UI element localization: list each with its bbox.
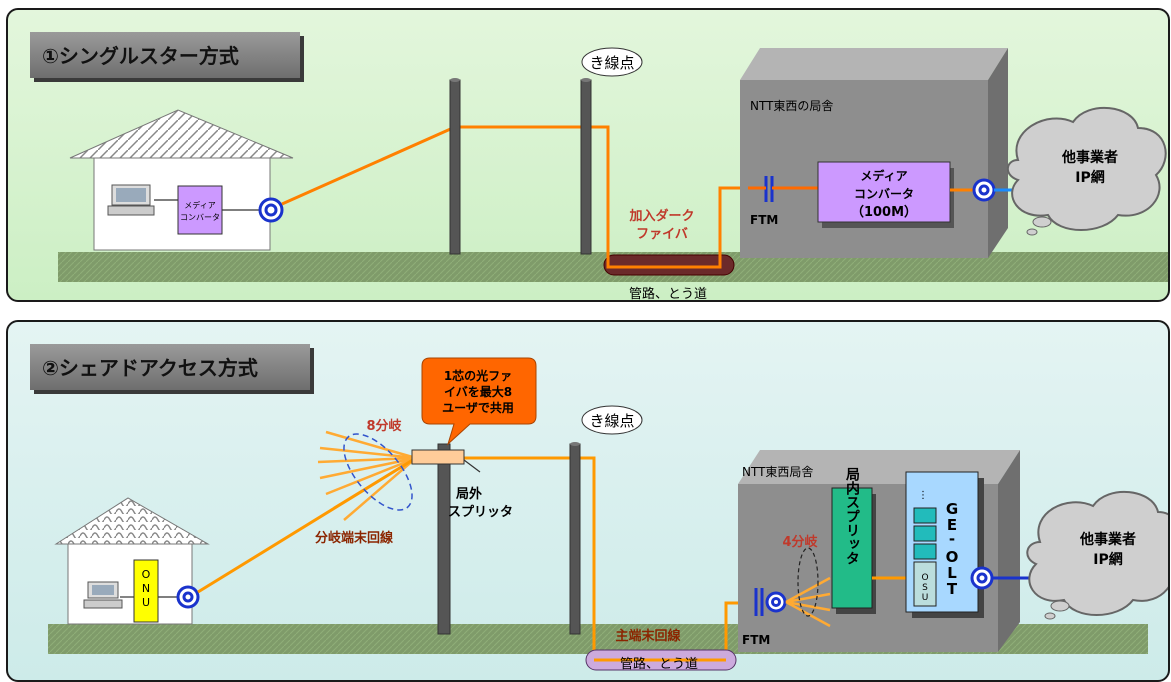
svg-text:コンバータ: コンバータ — [180, 213, 220, 222]
branch8-label: 8分岐 — [366, 418, 402, 434]
branch-fan — [317, 430, 417, 521]
svg-text:IP網: IP網 — [1093, 551, 1122, 568]
branch-line-label: 分岐端末回線 — [315, 530, 394, 546]
svg-text:O: O — [142, 568, 151, 581]
shared-access-diagram: O N U 8分岐 分岐端末回線 管路、とう道 主端末回線 — [48, 357, 1168, 672]
svg-text:U: U — [142, 596, 150, 609]
svg-text:局外: 局外 — [456, 486, 482, 502]
svg-text:他事業者: 他事業者 — [1079, 531, 1136, 548]
svg-text:E: E — [947, 516, 957, 534]
svg-text:スプリッタ: スプリッタ — [448, 505, 513, 520]
conduit-label: 管路、とう道 — [629, 286, 707, 300]
single-star-diagram: メディア コンバータ 管路、とう道 き線点 加入ダーク ファイバ NTT東西の局… — [58, 47, 1168, 300]
svg-text:S: S — [922, 583, 928, 593]
svg-text:き線点: き線点 — [589, 54, 634, 72]
inside-splitter — [831, 487, 873, 609]
svg-text:O: O — [946, 548, 959, 566]
optical-outlet-icon — [176, 585, 200, 609]
single-star-panel: ①シングルスター方式 メディア コンバータ — [6, 8, 1170, 302]
svg-text:U: U — [922, 593, 929, 603]
ip-network-cloud — [1026, 490, 1168, 620]
svg-text:他事業者: 他事業者 — [1061, 149, 1118, 166]
svg-text:L: L — [947, 564, 957, 582]
svg-text:ユーザで共用: ユーザで共用 — [442, 400, 514, 415]
branch4-label: 4分岐 — [782, 534, 818, 550]
svg-text:メディア: メディア — [184, 200, 215, 210]
ip-network-cloud — [1006, 106, 1167, 236]
svg-text:-: - — [949, 530, 955, 548]
ftm-label: FTM — [742, 633, 770, 647]
svg-text:メディア: メディア — [860, 168, 907, 183]
outside-splitter — [411, 449, 465, 465]
panel-title: ②シェアドアクセス方式 — [30, 344, 310, 390]
dark-fiber-line — [281, 125, 748, 269]
utility-pole — [569, 443, 581, 635]
svg-text:ファイバ: ファイバ — [636, 227, 688, 242]
svg-text:加入ダーク: 加入ダーク — [628, 208, 694, 224]
svg-text:IP網: IP網 — [1075, 169, 1104, 186]
svg-text:（100M）: （100M） — [851, 204, 917, 220]
branch-fan — [785, 576, 831, 628]
branch-line — [197, 456, 417, 594]
svg-text:T: T — [947, 580, 958, 598]
panel-title: ①シングルスター方式 — [30, 32, 300, 78]
svg-text:イバを最大8: イバを最大8 — [444, 384, 512, 399]
feeder-point-label — [581, 47, 643, 77]
feeder-point-label — [581, 405, 643, 435]
office-label: NTT東西局舎 — [742, 465, 813, 479]
svg-text:コンバータ: コンバータ — [854, 187, 914, 201]
main-line-label: 主端末回線 — [615, 628, 681, 644]
ftm-label: FTM — [750, 213, 778, 227]
svg-text:G: G — [946, 500, 958, 518]
svg-text:N: N — [142, 582, 150, 595]
utility-pole — [449, 79, 461, 255]
conduit — [603, 254, 735, 276]
optical-outlet-icon — [258, 197, 284, 223]
svg-text:1芯の光ファ: 1芯の光ファ — [444, 368, 512, 383]
svg-text:局内スプリッタ: 局内スプリッタ — [844, 467, 860, 565]
utility-pole — [437, 443, 451, 635]
shared-access-panel: ②シェアドアクセス方式 O N U — [6, 320, 1170, 682]
shared-fiber-callout — [421, 357, 537, 446]
optical-outlet-icon — [970, 566, 994, 590]
optical-outlet-icon — [765, 591, 787, 613]
optical-outlet-icon — [972, 178, 996, 202]
office-label: NTT東西の局舎 — [750, 99, 833, 113]
olt-ellipsis: ⋮ — [918, 490, 928, 501]
house-media-converter — [177, 185, 223, 235]
osu-label: O — [921, 573, 928, 583]
computer-icon — [107, 184, 155, 216]
office-media-converter — [817, 161, 951, 223]
svg-text:き線点: き線点 — [589, 412, 634, 430]
onu-device — [133, 559, 159, 623]
utility-pole — [580, 79, 592, 255]
conduit-label: 管路、とう道 — [620, 656, 698, 672]
computer-icon — [83, 581, 123, 609]
